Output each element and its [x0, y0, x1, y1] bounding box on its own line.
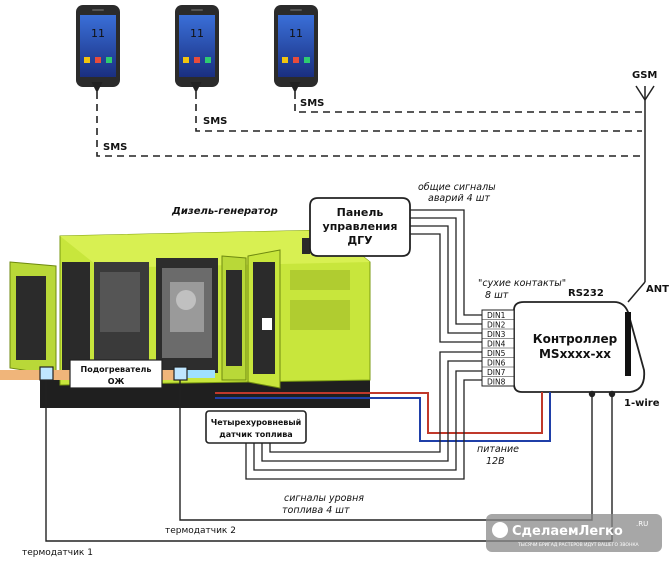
din-8: DIN8	[487, 378, 506, 387]
dry-contacts-label-2: 8 шт	[485, 290, 509, 301]
panel-label-2: управления	[323, 220, 398, 233]
gsm-label: GSM	[632, 70, 657, 81]
sms-line-phone-3	[289, 81, 642, 113]
ant-label: ANT	[646, 284, 669, 295]
sms-label-2: SMS	[203, 116, 227, 127]
sms-links	[91, 81, 642, 157]
controller-box	[513, 301, 646, 393]
temp-sensor-2-square	[173, 366, 188, 381]
din-4: DIN4	[487, 340, 506, 349]
din-7: DIN7	[487, 368, 506, 377]
temp-sensor-2-label: термодатчик 2	[165, 526, 236, 536]
phone-3: 11	[274, 5, 318, 87]
alarm-signals-label-1: общие сигналы	[418, 182, 496, 193]
phone-2-time: 11	[190, 27, 204, 40]
power-label-2: 12В	[486, 456, 505, 467]
phone-1-time: 11	[91, 27, 105, 40]
phone-2: 11	[175, 5, 219, 87]
generator-title: Дизель-генератор	[171, 206, 278, 217]
fuel-signals-label-2: топлива 4 шт	[282, 505, 350, 516]
din-6: DIN6	[487, 359, 506, 368]
din-1: DIN1	[487, 311, 506, 320]
din-terminal-block	[481, 309, 515, 387]
dry-contacts-label-1: "сухие контакты"	[478, 278, 566, 289]
watermark-ru: .RU	[636, 520, 648, 528]
onewire-bus	[45, 380, 616, 542]
fuel-sensor-label-2: датчик топлива	[219, 430, 292, 439]
heater-label-1: Подогреватель	[81, 365, 152, 374]
alarm-signal-wires	[410, 209, 482, 343]
gsm-antenna	[635, 85, 655, 282]
fuel-sensor-label-1: Четырехуровневый	[211, 418, 301, 427]
power-wire-blue	[215, 392, 551, 442]
controller-label-2: MSxxxx-xx	[539, 347, 611, 361]
sms-label-3: SMS	[300, 98, 324, 109]
din-3: DIN3	[487, 330, 506, 339]
din-5: DIN5	[487, 349, 506, 358]
alarm-signals-label-2: аварий 4 шт	[428, 193, 490, 204]
antenna-cable	[627, 281, 646, 303]
coolant-pipe-end	[185, 370, 215, 378]
fuel-signals-label-1: сигналы уровня	[284, 493, 364, 504]
watermark-brand: СделаемЛегко	[512, 524, 623, 539]
control-panel-box	[309, 197, 411, 257]
panel-label-3: ДГУ	[347, 234, 373, 247]
sms-line-phone-1	[91, 81, 642, 157]
phone-3-time: 11	[289, 27, 303, 40]
power-label-1: питание	[477, 444, 519, 455]
fuel-signal-wires	[245, 351, 482, 480]
phone-1: 11	[76, 5, 120, 87]
coolant-heater-box	[69, 359, 163, 389]
watermark-logo	[486, 514, 662, 552]
fuel-sensor-box	[205, 410, 307, 444]
temp-sensor-1-square	[39, 366, 54, 381]
sms-label-1: SMS	[103, 142, 127, 153]
onewire-label: 1-wire	[624, 398, 660, 409]
controller-label-1: Контроллер	[533, 332, 618, 346]
power-wire-red	[215, 392, 543, 434]
din-2: DIN2	[487, 321, 506, 330]
temp-sensor-1-label: термодатчик 1	[22, 548, 93, 558]
watermark-tagline: ТЫСЯЧИ БРИГАД РАСТЕРОВ ИДУТ ВАШЕГО ЗВОНК…	[517, 542, 640, 548]
rs232-label: RS232	[568, 288, 604, 299]
diesel-generator	[9, 229, 371, 408]
panel-label-1: Панель	[337, 206, 384, 219]
heater-label-2: ОЖ	[108, 377, 125, 386]
sms-line-phone-2	[190, 81, 642, 132]
